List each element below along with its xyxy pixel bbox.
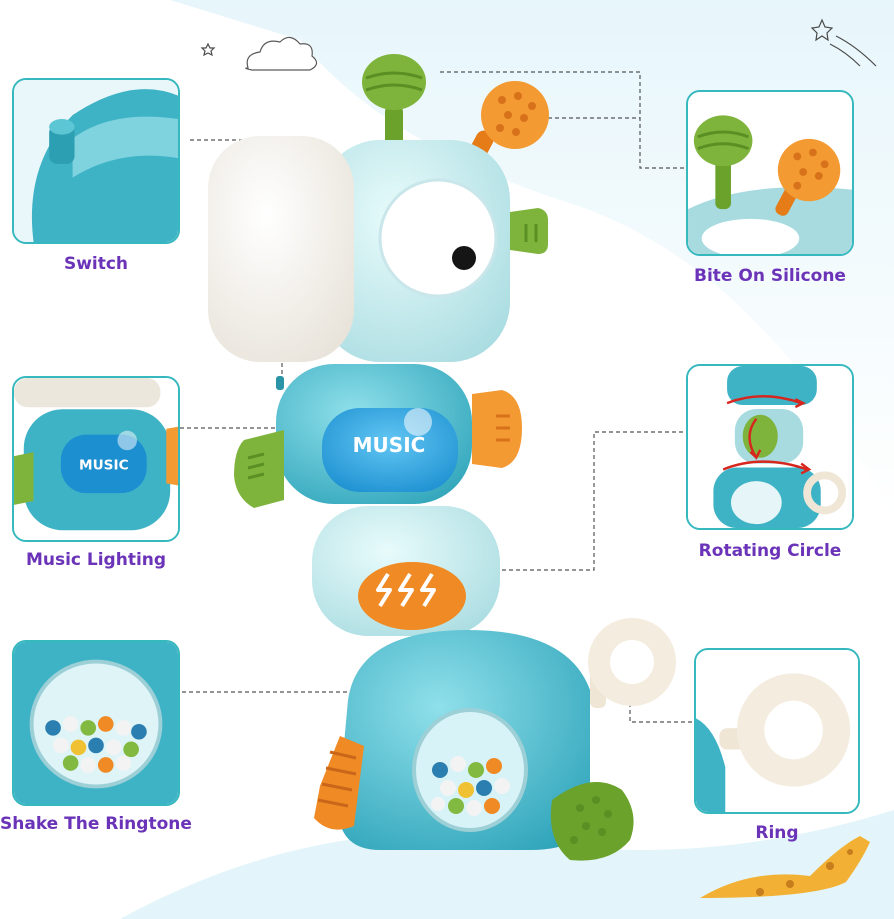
music-closeup: MUSIC — [14, 378, 178, 540]
feature-card-switch — [12, 78, 180, 244]
toy-head — [208, 136, 548, 362]
sound-segment — [312, 506, 500, 636]
cloud-icon — [245, 36, 318, 71]
feature-card-ring — [694, 648, 860, 814]
music-button-text: MUSIC — [353, 433, 426, 457]
label-switch: Switch — [63, 254, 129, 274]
switch-closeup — [14, 80, 178, 242]
label-bite: Bite On Silicone — [694, 266, 846, 286]
rotating-closeup — [688, 366, 852, 528]
ring-closeup — [696, 650, 858, 812]
label-rotating: Rotating Circle — [698, 541, 842, 561]
label-ring: Ring — [755, 823, 799, 843]
feature-card-bite — [686, 90, 854, 256]
bite-closeup — [688, 92, 852, 254]
star-icon — [200, 18, 877, 67]
feature-card-music: MUSIC — [12, 376, 180, 542]
feature-card-shake — [12, 640, 180, 806]
music-segment — [234, 364, 522, 508]
feature-card-rotating — [686, 364, 854, 530]
label-shake: Shake The Ringtone — [0, 814, 192, 834]
shake-closeup — [14, 642, 178, 804]
music-closeup-text: MUSIC — [79, 458, 129, 474]
label-music-lighting: Music Lighting — [25, 550, 167, 570]
base-segment — [314, 618, 676, 861]
giraffe-icon — [700, 836, 870, 898]
rattle-beads — [431, 756, 510, 816]
green-teether — [362, 54, 426, 154]
